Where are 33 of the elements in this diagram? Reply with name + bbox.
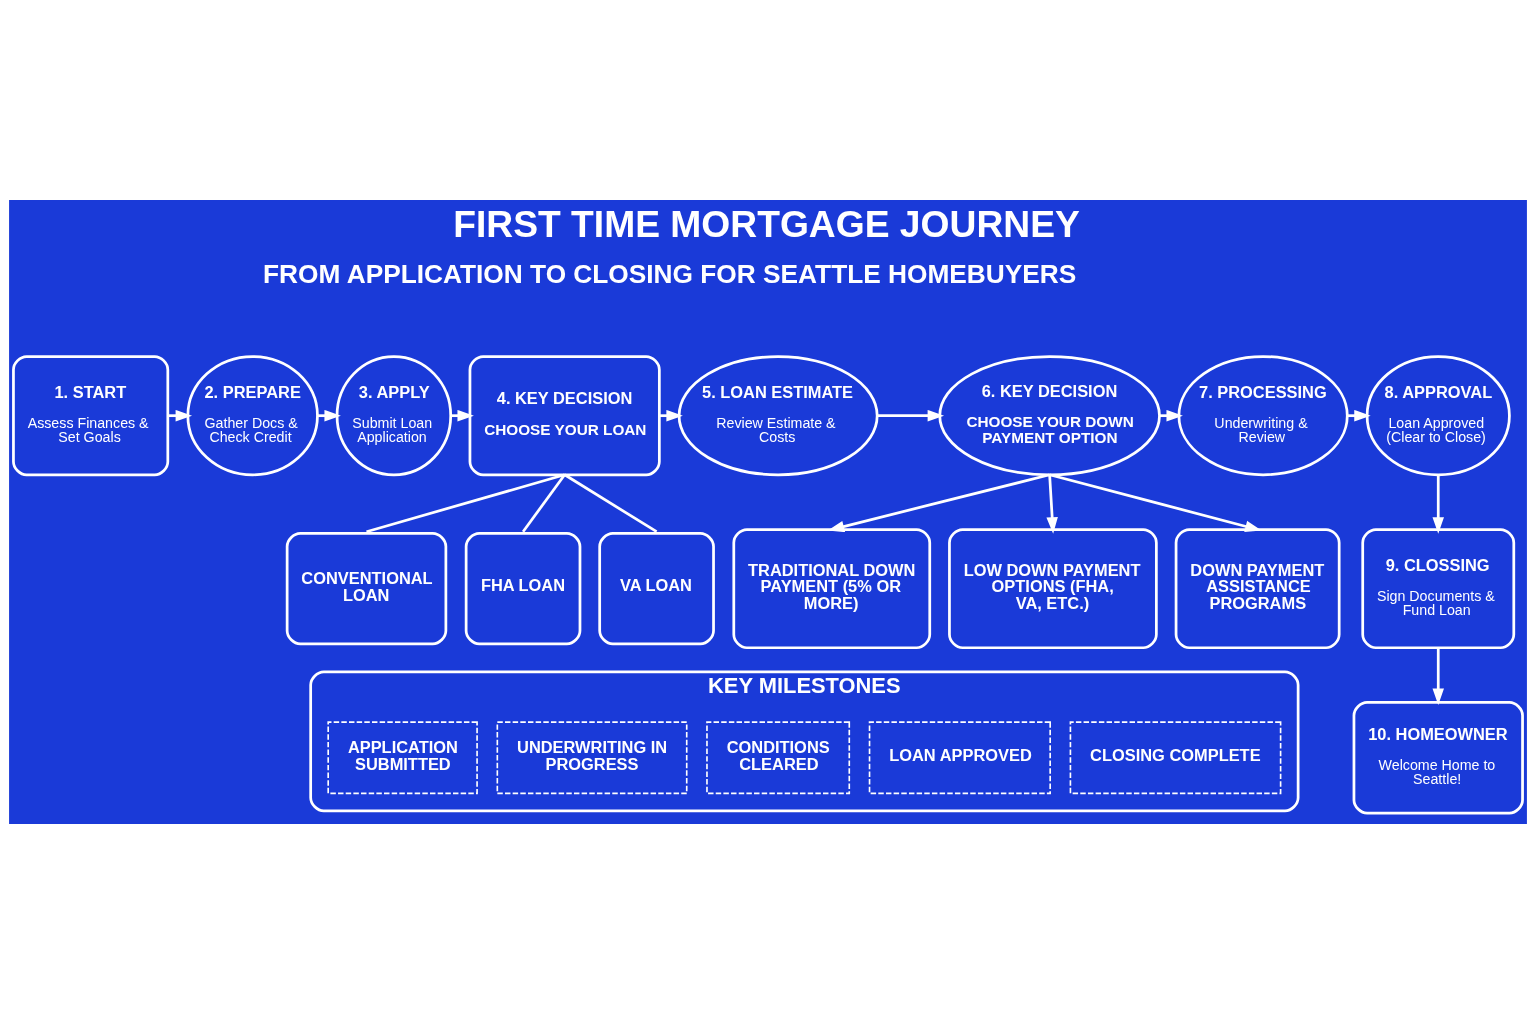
- node-ellipse: 5. LOAN ESTIMATE Review Estimate & Costs: [677, 355, 879, 477]
- node-box: TRADITIONAL DOWN PAYMENT (5% OR MORE): [732, 528, 932, 650]
- arrow: [877, 409, 945, 422]
- label: FROM APPLICATION TO CLOSING FOR SEATTLE HOMEBUYERS: [263, 259, 1077, 290]
- node-circle: 3. APPLY Submit Loan Application: [335, 355, 453, 477]
- connector: [521, 473, 566, 533]
- node-ellipse: 8. APPROVAL Loan Approved (Clear to Close): [1365, 355, 1511, 477]
- node-box: CONVENTIONAL LOAN: [285, 532, 448, 646]
- node-box: APPLICATION SUBMITTED: [327, 721, 478, 795]
- arrow: [1049, 473, 1262, 532]
- node-ellipse: 7. PROCESSING Underwriting & Review: [1177, 355, 1349, 477]
- arrow: [1432, 474, 1444, 534]
- connector: [366, 473, 566, 534]
- node-box: CONDITIONS CLEARED: [706, 721, 851, 795]
- arrow: [1046, 474, 1058, 534]
- diagram-title: FIRST TIME MORTGAGE JOURNEY: [453, 203, 1080, 246]
- node-box: 10. HOMEOWNER Welcome Home to Seattle!: [1352, 701, 1524, 815]
- node-box: VA LOAN: [598, 532, 715, 646]
- node-box: LOAN APPROVED: [868, 721, 1051, 795]
- node-ellipse: 6. KEY DECISION CHOOSE YOUR DOWN PAYMENT OPTION: [938, 355, 1161, 477]
- node-box: CLOSING COMPLETE: [1069, 721, 1282, 795]
- arrow: [167, 409, 193, 422]
- node-box: FHA LOAN: [464, 532, 582, 646]
- node-box: 1. START Assess Finances & Set Goals: [12, 355, 170, 477]
- connector: [563, 473, 658, 533]
- node-box: UNDERWRITING IN PROGRESS: [496, 721, 688, 795]
- node-box: 9. CLOSSING Sign Documents & Fund Loan: [1361, 528, 1516, 650]
- node-box: LOW DOWN PAYMENT OPTIONS (FHA, VA, ETC.): [948, 528, 1158, 650]
- node-circle: 2. PREPARE Gather Docs & Check Credit: [186, 355, 319, 477]
- node-box: DOWN PAYMENT ASSISTANCE PROGRAMS: [1174, 528, 1341, 650]
- arrow: [1432, 647, 1444, 705]
- node-box: 4. KEY DECISION CHOOSE YOUR LOAN: [468, 355, 661, 477]
- arrow: [827, 473, 1050, 533]
